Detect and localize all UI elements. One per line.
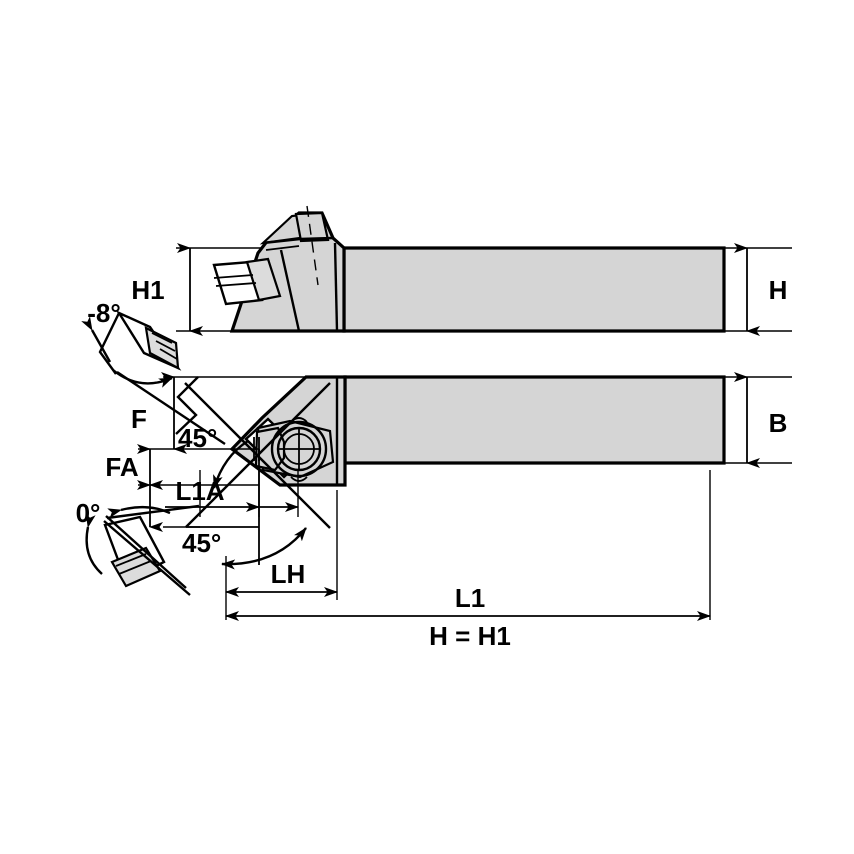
angle-arc-45-lower	[221, 527, 307, 570]
diagonal-lead-line-2	[185, 382, 331, 528]
h-label: H	[769, 275, 788, 305]
insert-detail-top: -8°	[81, 298, 226, 445]
l1a-label: L1A	[175, 476, 224, 506]
vertical-dimension-stack: F FA	[105, 372, 330, 532]
shank-side-profile	[342, 246, 726, 333]
angle-arc-45-upper	[212, 439, 249, 489]
angle-45-lower-label: 45°	[182, 528, 221, 558]
head-ridge-line-1	[262, 236, 334, 245]
insert-top-axis-line	[98, 312, 121, 375]
clamp-screw-head-side	[294, 211, 330, 243]
head-ridge-line-2	[265, 245, 300, 251]
h1-label: H1	[131, 275, 164, 305]
pocket-line-1	[213, 274, 254, 279]
shank-plan-profile	[343, 375, 726, 465]
l1-label: L1	[455, 583, 485, 613]
insert-bottom-edge-1	[115, 553, 147, 567]
insert-bottom-leader-2	[105, 515, 187, 589]
b-label: B	[769, 408, 788, 438]
insert-top-edge-1	[151, 332, 173, 344]
head-edge-line-1	[279, 249, 301, 332]
angle-0-label: 0°	[76, 498, 101, 528]
screw-tab-bottom	[290, 476, 308, 482]
f-label: F	[131, 404, 147, 434]
screw-outer-circle	[270, 420, 328, 478]
lh-label: LH	[271, 559, 306, 589]
head-edge-line-2	[333, 242, 339, 332]
insert-top-edge-2	[155, 340, 176, 352]
h-equals-h1-label: H = H1	[429, 621, 511, 651]
bottom-dimension-chain: LH L1 H = H1	[225, 470, 711, 651]
screw-centerline-side	[306, 205, 319, 286]
insert-top-cutting-face	[144, 326, 180, 370]
insert-bottom-edge-2	[118, 560, 152, 575]
angle-arc-arrow-top-1	[81, 316, 112, 363]
angle-45-upper-label: 45°	[178, 423, 217, 453]
insert-detail-bottom: 0°	[76, 498, 200, 596]
angle-minus-8-label: -8°	[87, 298, 121, 328]
insert-top-edge-3	[159, 348, 178, 360]
construction-geometry	[175, 376, 331, 570]
l1a-dimension: L1A	[165, 470, 299, 517]
pocket-line-2	[215, 282, 257, 287]
insert-bottom-leader-1	[103, 520, 191, 596]
angle-arc-arrow-bottom-2	[85, 513, 103, 575]
side-view: H1 H	[131, 205, 792, 336]
fa-label: FA	[105, 452, 138, 482]
insert-edge-side	[245, 257, 282, 302]
